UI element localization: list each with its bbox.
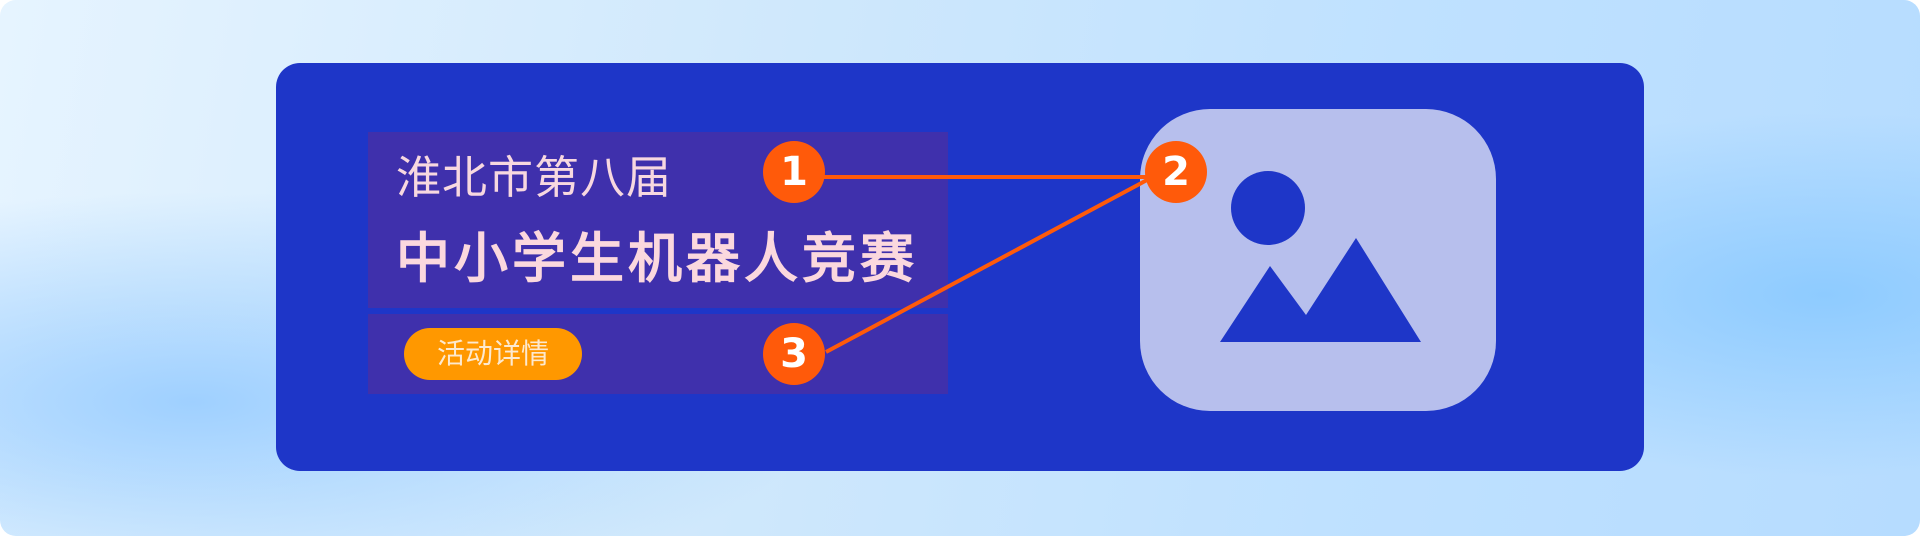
- annotation-marker-1: 1: [763, 141, 825, 203]
- image-icon: [1220, 171, 1421, 342]
- title-panel: 淮北市第八届 中小学生机器人竞赛: [368, 132, 948, 308]
- cta-panel: 活动详情: [368, 314, 948, 394]
- annotation-marker-3: 3: [763, 323, 825, 385]
- banner-title: 中小学生机器人竞赛: [396, 227, 918, 290]
- annotation-marker-2: 2: [1145, 141, 1207, 203]
- activity-details-button[interactable]: 活动详情: [404, 328, 582, 380]
- banner-subtitle: 淮北市第八届: [396, 151, 673, 204]
- promo-banner: 淮北市第八届 中小学生机器人竞赛 活动详情: [276, 63, 1644, 471]
